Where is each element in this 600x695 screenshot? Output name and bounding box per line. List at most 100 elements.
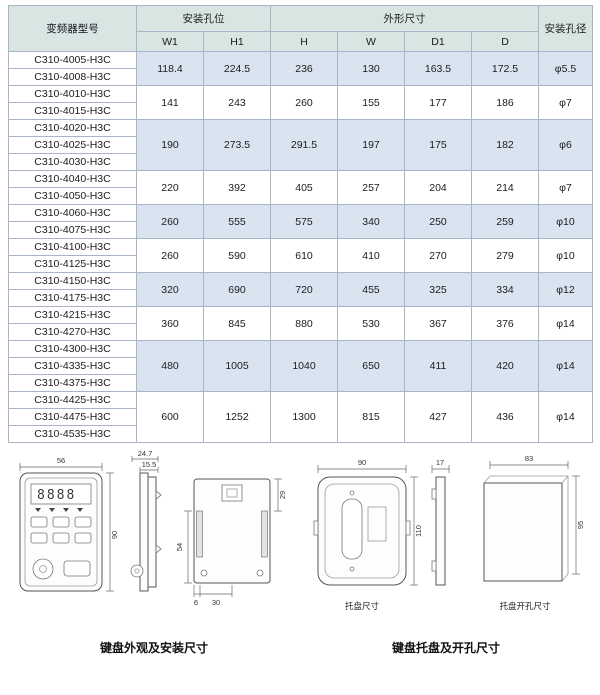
hole-cell: φ14 (538, 340, 593, 392)
d-cell: 172.5 (471, 51, 539, 86)
col-group-outline: 外形尺寸 (270, 5, 539, 32)
led-indicator-icon (49, 508, 55, 512)
hole-cell: φ7 (538, 170, 593, 205)
h-cell: 720 (270, 272, 338, 307)
h-cell: 575 (270, 204, 338, 239)
model-cell: C310-4060-H3C (8, 204, 137, 222)
col-header-h: H (270, 31, 338, 52)
h1-cell: 273.5 (203, 119, 271, 171)
w-cell: 257 (337, 170, 405, 205)
potentiometer-knob (32, 558, 54, 580)
back-bottom-dim: 30 (212, 598, 220, 607)
w-cell: 530 (337, 306, 405, 341)
col-header-model: 变频器型号 (8, 5, 137, 52)
keypad-width-dim: 56 (57, 456, 65, 465)
connector-port (221, 484, 243, 502)
model-cell: C310-4535-H3C (8, 425, 137, 443)
w1-cell: 600 (136, 391, 204, 443)
model-cell: C310-4300-H3C (8, 340, 137, 358)
hole-cell: φ10 (538, 238, 593, 273)
hole-cell: φ14 (538, 391, 593, 443)
d1-cell: 163.5 (404, 51, 472, 86)
back-top-dim: 29 (278, 491, 287, 499)
hole-cell: φ6 (538, 119, 593, 171)
hole-cell: φ14 (538, 306, 593, 341)
seven-segment-display (30, 483, 92, 505)
screw-hole (256, 569, 264, 577)
model-cell: C310-4125-H3C (8, 255, 137, 273)
d-cell: 214 (471, 170, 539, 205)
side-rail (196, 510, 203, 558)
model-cell: C310-4175-H3C (8, 289, 137, 307)
tray-height-dim: 110 (414, 525, 423, 537)
model-cell: C310-4100-H3C (8, 238, 137, 256)
d1-cell: 177 (404, 85, 472, 120)
h1-cell: 555 (203, 204, 271, 239)
w1-cell: 190 (136, 119, 204, 171)
w-cell: 650 (337, 340, 405, 392)
col-header-h1: H1 (203, 31, 271, 52)
h1-cell: 224.5 (203, 51, 271, 86)
d1-cell: 175 (404, 119, 472, 171)
model-cell: C310-4150-H3C (8, 272, 137, 290)
figure-captions: 键盘外观及安装尺寸 键盘托盘及开孔尺寸 (8, 639, 592, 656)
dimension-table: 变频器型号 安装孔位 外形尺寸 安装孔径 W1 H1 H W D1 D C310… (8, 5, 593, 443)
model-cell: C310-4270-H3C (8, 323, 137, 341)
model-cell: C310-4425-H3C (8, 391, 137, 409)
model-cell: C310-4025-H3C (8, 136, 137, 154)
d1-cell: 325 (404, 272, 472, 307)
w-cell: 455 (337, 272, 405, 307)
hole-cell: φ12 (538, 272, 593, 307)
h1-cell: 590 (203, 238, 271, 273)
keypad-height-dim: 90 (110, 531, 119, 539)
manual-page: 变频器型号 安装孔位 外形尺寸 安装孔径 W1 H1 H W D1 D C310… (8, 5, 593, 656)
caption-keypad: 键盘外观及安装尺寸 (99, 641, 208, 655)
knob-side-view (130, 564, 144, 578)
led-indicator-icon (63, 508, 69, 512)
h1-cell: 392 (203, 170, 271, 205)
col-header-w: W (337, 31, 405, 52)
hole-cell: φ10 (538, 204, 593, 239)
d-cell: 376 (471, 306, 539, 341)
display-digits: 8888 (37, 488, 76, 503)
d1-cell: 427 (404, 391, 472, 443)
h-cell: 291.5 (270, 119, 338, 171)
col-header-d: D (471, 31, 539, 52)
opening-label: 托盘开孔尺寸 (499, 601, 551, 611)
model-cell: C310-4475-H3C (8, 408, 137, 426)
keypad-key (74, 516, 92, 528)
h-cell: 1300 (270, 391, 338, 443)
keypad-key (52, 532, 70, 544)
h-cell: 405 (270, 170, 338, 205)
keypad-key (30, 516, 48, 528)
screw-hole (349, 490, 355, 496)
w1-cell: 260 (136, 238, 204, 273)
w-cell: 197 (337, 119, 405, 171)
model-cell: C310-4075-H3C (8, 221, 137, 239)
h1-cell: 1005 (203, 340, 271, 392)
w-cell: 155 (337, 85, 405, 120)
d-cell: 279 (471, 238, 539, 273)
back-left-dim: 54 (175, 543, 184, 551)
screw-hole (200, 569, 208, 577)
h-cell: 1040 (270, 340, 338, 392)
d1-cell: 270 (404, 238, 472, 273)
h1-cell: 690 (203, 272, 271, 307)
h-cell: 610 (270, 238, 338, 273)
d1-cell: 204 (404, 170, 472, 205)
d1-cell: 250 (404, 204, 472, 239)
hole-cell: φ7 (538, 85, 593, 120)
h1-cell: 1252 (203, 391, 271, 443)
tray-recess (367, 506, 387, 542)
col-header-w1: W1 (136, 31, 204, 52)
w1-cell: 320 (136, 272, 204, 307)
col-group-mount-holes: 安装孔位 (136, 5, 271, 32)
model-cell: C310-4215-H3C (8, 306, 137, 324)
col-header-hole-dia: 安装孔径 (538, 5, 593, 52)
model-cell: C310-4050-H3C (8, 187, 137, 205)
d1-cell: 367 (404, 306, 472, 341)
model-cell: C310-4008-H3C (8, 68, 137, 86)
keypad-depth-dim: 24.7 (138, 449, 153, 458)
d-cell: 420 (471, 340, 539, 392)
tray-width-dim: 90 (358, 458, 366, 467)
